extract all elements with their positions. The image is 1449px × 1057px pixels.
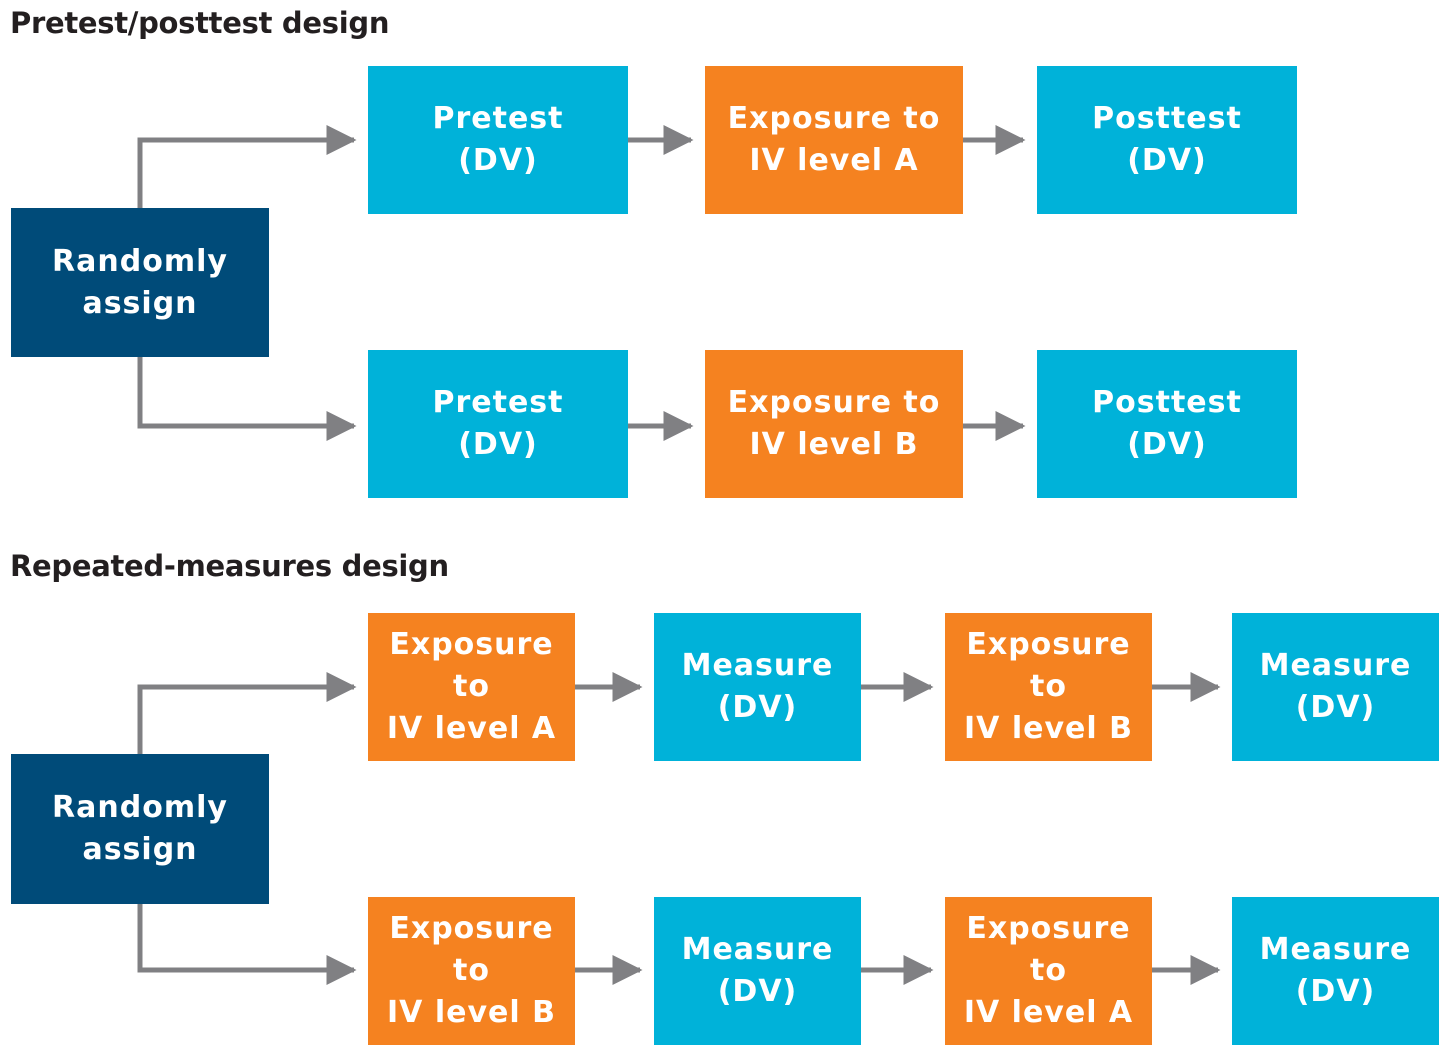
repeated-measures-title: Repeated-measures design bbox=[10, 549, 449, 583]
measure-1-box-order-ba: Measure (DV) bbox=[654, 897, 861, 1045]
exposure-box-group-b: Exposure to IV level B bbox=[705, 350, 963, 498]
arrow-assign-to-order-ab bbox=[137, 672, 357, 754]
exposure-2-box-order-ab: Exposure to IV level B bbox=[945, 613, 1152, 761]
pretest-posttest-title: Pretest/posttest design bbox=[10, 6, 390, 40]
exposure-1-box-order-ba: Exposure to IV level B bbox=[368, 897, 575, 1045]
pretest-box-group-a: Pretest (DV) bbox=[368, 66, 628, 214]
measure-2-box-order-ba: Measure (DV) bbox=[1232, 897, 1439, 1045]
arrow-assign-to-group-a bbox=[137, 125, 357, 208]
arrow-assign-to-order-ba bbox=[137, 904, 357, 985]
posttest-box-group-a: Posttest (DV) bbox=[1037, 66, 1297, 214]
randomly-assign-box-1: Randomly assign bbox=[11, 208, 269, 357]
exposure-1-box-order-ab: Exposure to IV level A bbox=[368, 613, 575, 761]
posttest-box-group-b: Posttest (DV) bbox=[1037, 350, 1297, 498]
exposure-box-group-a: Exposure to IV level A bbox=[705, 66, 963, 214]
measure-2-box-order-ab: Measure (DV) bbox=[1232, 613, 1439, 761]
pretest-box-group-b: Pretest (DV) bbox=[368, 350, 628, 498]
randomly-assign-box-2: Randomly assign bbox=[11, 754, 269, 904]
arrow-assign-to-group-b bbox=[137, 357, 357, 441]
exposure-2-box-order-ba: Exposure to IV level A bbox=[945, 897, 1152, 1045]
measure-1-box-order-ab: Measure (DV) bbox=[654, 613, 861, 761]
